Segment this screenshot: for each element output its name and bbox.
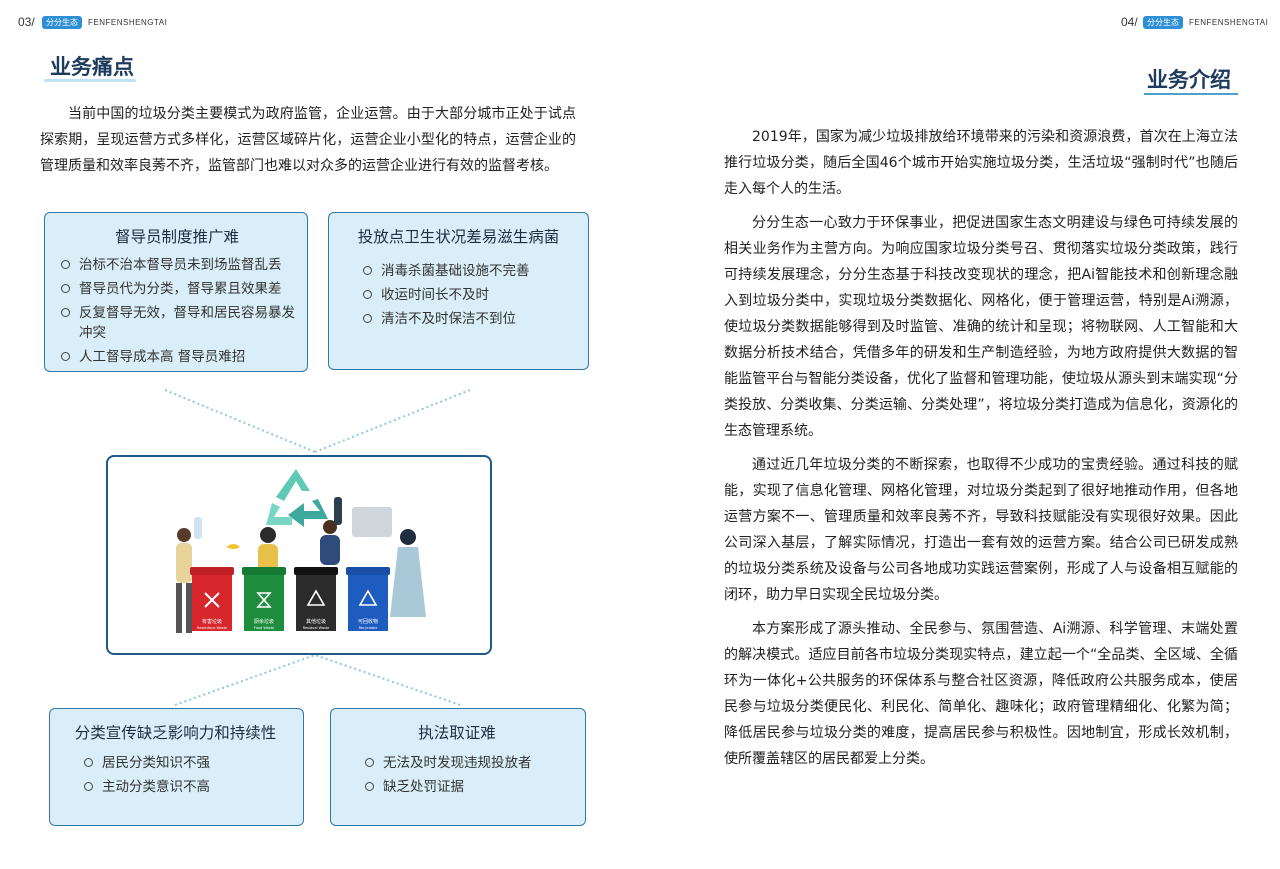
bin-sublabel: Hazardous Waste [197, 626, 227, 630]
list-item: 督导员代为分类，督导累且效果差 [57, 279, 297, 299]
brand-name: FENFENSHENGTAI [88, 18, 168, 27]
bin-label: 厨余垃圾 [254, 618, 274, 625]
list-item: 治标不治本督导员未到场监督乱丢 [57, 255, 297, 275]
brand-logo-pill: 分分生态 [1143, 16, 1183, 29]
circle-bullet-icon [363, 266, 372, 275]
box-title: 投放点卫生状况差易滋生病菌 [357, 228, 560, 246]
list-item: 人工督导成本高 督导员难招 [57, 347, 297, 367]
trash-bin-hazardous-icon: 有害垃圾 Hazardous Waste [190, 567, 234, 631]
list-item: 消毒杀菌基础设施不完善 [359, 261, 578, 281]
brand-name: FENFENSHENGTAI [1189, 18, 1269, 27]
circle-bullet-icon [365, 782, 374, 791]
list-item: 缺乏处罚证据 [361, 777, 575, 797]
recycle-icon [266, 469, 328, 527]
paragraph: 本方案形成了源头推动、全民参与、氛围营造、Ai溯源、科学管理、末端处置的解决模式… [724, 621, 1238, 767]
list-item: 主动分类意识不高 [80, 777, 293, 797]
person-far-right-icon [352, 507, 426, 617]
person-right-icon [320, 497, 342, 565]
box-title: 执法取证难 [418, 724, 496, 742]
list-item: 清洁不及时保洁不到位 [359, 309, 578, 329]
page-number: 03/ [18, 15, 35, 29]
intro-paragraph: 当前中国的垃圾分类主要模式为政府监管，企业运营。由于大部分城市正处于试点探索期，… [40, 106, 576, 174]
trash-bin-food-icon: 厨余垃圾 Food Waste [242, 567, 286, 631]
circle-bullet-icon [61, 260, 70, 269]
bin-sublabel: Recyclable [359, 626, 378, 630]
circle-bullet-icon [363, 290, 372, 299]
circle-bullet-icon [363, 314, 372, 323]
bin-label: 其他垃圾 [306, 618, 326, 625]
circle-bullet-icon [61, 352, 70, 361]
section-title: 业务痛点 [50, 55, 134, 79]
list-item: 收运时间长不及时 [359, 285, 578, 305]
box-title: 分类宣传缺乏影响力和持续性 [74, 724, 277, 742]
bin-label: 可回收物 [358, 618, 378, 625]
brand-logo-pill: 分分生态 [42, 16, 82, 29]
circle-bullet-icon [365, 758, 374, 767]
person-left-icon [176, 517, 202, 633]
paragraph: 通过近几年垃圾分类的不断探索，也取得不少成功的宝贵经验。通过科技的赋能，实现了信… [724, 457, 1238, 603]
recycling-illustration-frame: 有害垃圾 Hazardous Waste 厨余垃圾 Food Waste 其他垃… [106, 455, 492, 655]
trash-bin-residual-icon: 其他垃圾 Residual Waste [294, 567, 338, 631]
bin-label: 有害垃圾 [202, 618, 222, 625]
circle-bullet-icon [61, 308, 70, 317]
intro-article: 2019年，国家为减少垃圾排放给环境带来的污染和资源浪费，首次在上海立法推行垃圾… [724, 124, 1238, 772]
list-item: 反复督导无效，督导和居民容易暴发冲突 [57, 303, 297, 343]
page-number: 04/ [1121, 15, 1138, 29]
bin-sublabel: Food Waste [254, 626, 274, 630]
pain-box-publicity: 分类宣传缺乏影响力和持续性 居民分类知识不强 主动分类意识不高 [49, 708, 304, 826]
paragraph: 2019年，国家为减少垃圾排放给环境带来的污染和资源浪费，首次在上海立法推行垃圾… [724, 129, 1238, 197]
trash-bin-recyclable-icon: 可回收物 Recyclable [346, 567, 390, 631]
connector-lines [164, 389, 471, 706]
circle-bullet-icon [84, 758, 93, 767]
title-underline [44, 79, 136, 82]
box-title: 督导员制度推广难 [114, 228, 239, 246]
pain-box-enforcement: 执法取证难 无法及时发现违规投放者 缺乏处罚证据 [330, 708, 586, 826]
section-title: 业务介绍 [1147, 68, 1231, 92]
list-item: 居民分类知识不强 [80, 753, 293, 773]
title-underline [1144, 93, 1238, 95]
circle-bullet-icon [61, 284, 70, 293]
pain-box-hygiene: 投放点卫生状况差易滋生病菌 消毒杀菌基础设施不完善 收运时间长不及时 清洁不及时… [328, 212, 589, 370]
list-item: 无法及时发现违规投放者 [361, 753, 575, 773]
bin-sublabel: Residual Waste [303, 626, 330, 630]
recycling-illustration: 有害垃圾 Hazardous Waste 厨余垃圾 Food Waste 其他垃… [176, 469, 426, 633]
pain-box-supervisor: 督导员制度推广难 治标不治本督导员未到场监督乱丢 督导员代为分类，督导累且效果差… [44, 212, 308, 372]
paragraph: 分分生态一心致力于环保事业，把促进国家生态文明建设与绿色可持续发展的相关业务作为… [724, 215, 1238, 439]
person-center-icon [226, 527, 278, 574]
circle-bullet-icon [84, 782, 93, 791]
